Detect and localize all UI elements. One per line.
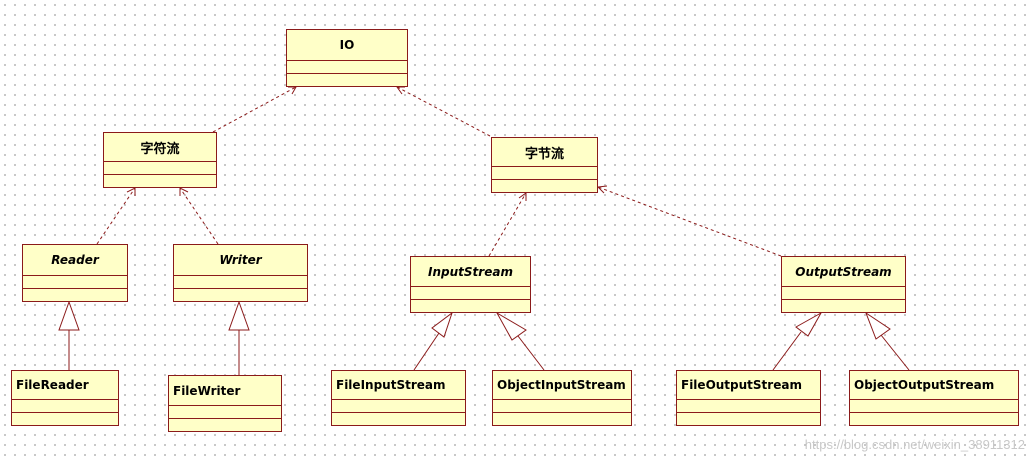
attributes-compartment: [169, 405, 281, 418]
arrowhead-open: [518, 192, 527, 201]
operations-compartment: [174, 288, 307, 301]
class-name: InputStream: [428, 264, 513, 279]
attributes-compartment: [677, 399, 820, 412]
class-filewriter[interactable]: FileWriter: [168, 375, 282, 432]
generalization-objectoutputstream-to-outputstream: [864, 311, 910, 371]
arrowhead-open: [288, 86, 297, 95]
class-name: FileInputStream: [336, 378, 446, 392]
attributes-compartment: [23, 275, 127, 288]
attributes-compartment: [782, 286, 905, 299]
class-name: IO: [339, 38, 355, 52]
attributes-compartment: [492, 166, 597, 179]
class-objectinputstream[interactable]: ObjectInputStream: [492, 370, 632, 426]
operations-compartment: [850, 412, 1018, 425]
class-outputstream[interactable]: OutputStream: [781, 256, 906, 313]
watermark: https://blog.csdn.net/weixin_38911312: [804, 437, 1025, 452]
attributes-compartment: [850, 399, 1018, 412]
generalization-filewriter-to-writer: [228, 300, 250, 375]
operations-compartment: [169, 418, 281, 431]
dependency-writer-to-char-stream: [179, 187, 219, 245]
attributes-compartment: [411, 286, 530, 299]
class-name: FileReader: [16, 378, 89, 392]
operations-compartment: [23, 288, 127, 301]
attributes-compartment: [12, 399, 118, 412]
class-name: FileWriter: [173, 383, 241, 398]
arrowhead-open: [179, 187, 189, 196]
operations-compartment: [12, 412, 118, 425]
class-name: Writer: [219, 253, 262, 267]
operations-compartment: [677, 412, 820, 425]
operations-compartment: [287, 73, 407, 86]
class-writer[interactable]: Writer: [173, 244, 308, 302]
generalization-fileinputstream-to-inputstream: [413, 311, 453, 371]
attributes-compartment: [332, 399, 465, 412]
attributes-compartment: [174, 275, 307, 288]
generalization-objectinputstream-to-inputstream: [495, 311, 545, 371]
class-name: 字节流: [524, 146, 564, 162]
operations-compartment: [332, 412, 465, 425]
class-name: 字符流: [140, 141, 180, 157]
generalization-filereader-to-reader: [58, 300, 80, 370]
dependency-inputstream-to-byte-stream: [488, 192, 527, 257]
dependency-reader-to-char-stream: [96, 187, 136, 245]
class-name: ObjectInputStream: [497, 378, 626, 392]
class-char-stream[interactable]: 字符流: [103, 132, 217, 188]
arrowhead-open: [596, 185, 608, 194]
class-io[interactable]: IO: [286, 29, 408, 87]
operations-compartment: [782, 299, 905, 312]
dependency-char-stream-to-io: [212, 86, 297, 133]
class-name: ObjectOutputStream: [854, 378, 995, 392]
class-byte-stream[interactable]: 字节流: [491, 137, 598, 193]
class-inputstream[interactable]: InputStream: [410, 256, 531, 313]
operations-compartment: [493, 412, 631, 425]
arrowhead-open: [396, 86, 405, 95]
attributes-compartment: [104, 161, 216, 174]
dependency-outputstream-to-byte-stream: [597, 186, 782, 257]
attributes-compartment: [493, 399, 631, 412]
attributes-compartment: [287, 60, 407, 73]
class-name: OutputStream: [795, 264, 892, 279]
class-name: FileOutputStream: [681, 378, 802, 392]
class-objectoutputstream[interactable]: ObjectOutputStream: [849, 370, 1019, 426]
class-fileoutputstream[interactable]: FileOutputStream: [676, 370, 821, 426]
dependency-byte-stream-to-io: [396, 86, 491, 137]
class-name: Reader: [51, 253, 99, 267]
arrowhead-open: [126, 187, 136, 196]
class-reader[interactable]: Reader: [22, 244, 128, 302]
operations-compartment: [492, 179, 597, 192]
generalization-fileoutputstream-to-outputstream: [772, 311, 823, 371]
class-filereader[interactable]: FileReader: [11, 370, 119, 426]
operations-compartment: [411, 299, 530, 312]
class-fileinputstream[interactable]: FileInputStream: [331, 370, 466, 426]
operations-compartment: [104, 174, 216, 187]
